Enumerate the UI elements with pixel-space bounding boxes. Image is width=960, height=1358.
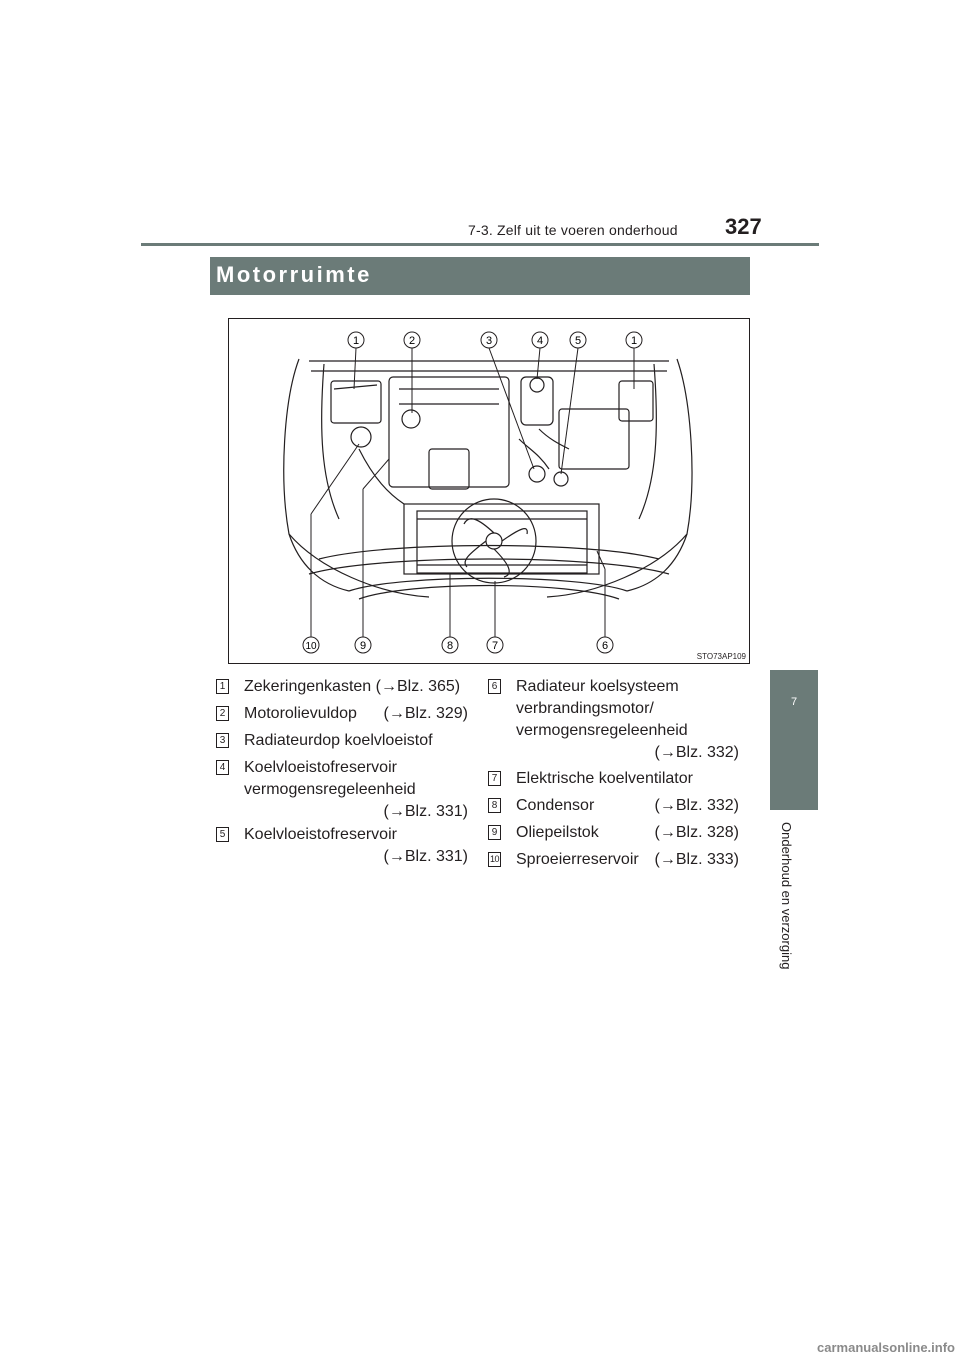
item-page-ref: (→Blz. 331) xyxy=(383,803,468,820)
engine-block xyxy=(388,376,510,488)
item-number-badge: 7 xyxy=(488,771,501,786)
legend-right: 6 Radiateur koelsysteem verbrandingsmoto… xyxy=(488,677,739,877)
item-number-badge: 2 xyxy=(216,706,229,721)
car-body-outline xyxy=(283,358,350,592)
item-number-badge: 3 xyxy=(216,733,229,748)
callout-7: 7 xyxy=(486,636,504,654)
item-page-ref: (→Blz. 333) xyxy=(654,851,739,868)
item-number-badge: 8 xyxy=(488,798,501,813)
item-label: Elektrische koelventilator xyxy=(516,770,693,787)
svg-text:1: 1 xyxy=(353,335,359,347)
item-label: Koelvloeistofreservoir xyxy=(244,759,397,776)
callout-2: 2 xyxy=(403,331,421,349)
fuse-box-left xyxy=(330,380,382,424)
watermark: carmanualsonline.info xyxy=(817,1340,955,1355)
item-page-ref: (→Blz. 332) xyxy=(654,744,739,761)
section-banner: Motorruimte xyxy=(210,257,750,295)
item-label: Zekeringenkasten (→Blz. 365) xyxy=(244,678,461,695)
coolant-reservoir xyxy=(520,376,554,426)
svg-text:7: 7 xyxy=(492,640,498,652)
callout-4: 4 xyxy=(531,331,549,349)
item-number-badge: 4 xyxy=(216,760,229,775)
cooling-fan xyxy=(451,498,537,584)
condenser xyxy=(416,510,588,574)
chapter-title: Onderhoud en verzorging xyxy=(779,822,794,970)
figure-code: STO73AP109 xyxy=(696,652,746,661)
legend-left: 1 Zekeringenkasten (→Blz. 365) 2 Motorol… xyxy=(216,677,468,877)
item-label: Radiateurdop koelvloeistof xyxy=(244,732,433,749)
callout-8: 8 xyxy=(441,636,459,654)
svg-text:2: 2 xyxy=(409,335,415,347)
item-label-line-3: vermogensregeleenheid xyxy=(516,722,688,739)
callout-10: 10 xyxy=(302,636,320,654)
svg-text:1: 1 xyxy=(631,335,637,347)
page-number: 327 xyxy=(725,214,762,239)
item-label: Koelvloeistofreservoir xyxy=(244,826,397,843)
item-number-badge: 10 xyxy=(488,852,501,867)
callout-5: 5 xyxy=(569,331,587,349)
svg-text:8: 8 xyxy=(447,640,453,652)
callout-6: 6 xyxy=(596,636,614,654)
item-label: Radiateur koelsysteem xyxy=(516,678,679,695)
chapter-number: 7 xyxy=(790,696,798,708)
callout-1-right: 1 xyxy=(625,331,643,349)
item-label: Condensor xyxy=(516,797,595,814)
svg-text:5: 5 xyxy=(575,335,581,347)
item-label-line-2: verbrandingsmotor/ xyxy=(516,700,654,717)
svg-text:6: 6 xyxy=(602,640,608,652)
washer-reservoir-cap xyxy=(350,426,372,448)
item-number-badge: 9 xyxy=(488,825,501,840)
item-page-ref: (→Blz. 332) xyxy=(654,797,739,814)
item-number-badge: 5 xyxy=(216,827,229,842)
section-title: 7-3. Zelf uit te voeren onderhoud xyxy=(468,222,678,238)
svg-text:4: 4 xyxy=(537,335,543,347)
callout-1-left: 1 xyxy=(347,331,365,349)
engine-bay-illustration: 1 2 3 4 5 1 xyxy=(228,318,750,664)
item-number-badge: 6 xyxy=(488,679,501,694)
engine-bay-drawing: 1 2 3 4 5 1 xyxy=(283,331,693,654)
item-number-badge: 1 xyxy=(216,679,229,694)
chapter-tab: 7 xyxy=(770,670,818,810)
item-label: Sproeierreservoir xyxy=(516,851,639,868)
fuse-box-right xyxy=(618,380,654,422)
item-label: Oliepeilstok xyxy=(516,824,599,841)
callout-9: 9 xyxy=(354,636,372,654)
radiator xyxy=(403,503,600,575)
item-label: Motorolievuldop xyxy=(244,705,357,722)
svg-text:10: 10 xyxy=(305,641,317,652)
item-page-ref: (→Blz. 329) xyxy=(383,705,468,722)
item-page-ref: (→Blz. 328) xyxy=(654,824,739,841)
banner-title: Motorruimte xyxy=(216,262,372,287)
oil-filler-cap xyxy=(401,409,421,429)
svg-text:3: 3 xyxy=(486,335,492,347)
item-page-ref: (→Blz. 331) xyxy=(383,848,468,865)
callout-3: 3 xyxy=(480,331,498,349)
item-label-line-2: vermogensregeleenheid xyxy=(244,781,416,798)
header-divider xyxy=(141,243,819,246)
svg-text:9: 9 xyxy=(360,640,366,652)
